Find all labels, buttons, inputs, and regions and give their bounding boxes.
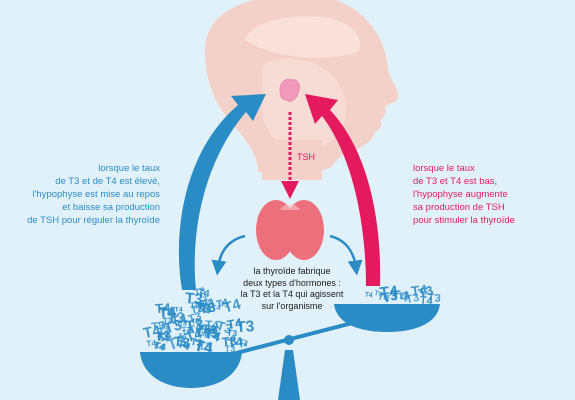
low-level-explanation: lorsque le taux de T3 et T4 est bas, l'h… xyxy=(413,163,515,226)
hormone-word: T4 xyxy=(397,290,411,303)
head-silhouette xyxy=(205,0,399,180)
hormone-word: T4 xyxy=(199,293,207,300)
feedback-arrow-blue xyxy=(178,94,266,290)
hormone-word: T3 xyxy=(190,303,204,317)
hormone-word: T4 xyxy=(390,288,410,306)
hormone-word: T4 xyxy=(184,326,204,345)
hormone-word: T4 xyxy=(153,340,167,353)
hormone-word: T3 xyxy=(193,285,206,298)
hormone-word: T4 xyxy=(152,340,167,354)
hormone-word: T4 xyxy=(364,291,373,299)
hormone-word: T4 xyxy=(197,287,211,300)
hormone-word: T3 xyxy=(238,337,249,348)
hormone-word: T4 xyxy=(182,341,191,350)
hormone-word: T4 xyxy=(239,342,248,351)
hormone-word: T3 xyxy=(191,317,200,326)
hormone-word: T4 xyxy=(158,304,177,322)
hormone-word: T3 xyxy=(163,317,184,337)
hormone-word: T4 xyxy=(179,333,187,340)
hormone-word: T4 xyxy=(188,321,204,337)
hormone-word: T3 xyxy=(196,331,206,340)
hormone-word: T3 xyxy=(197,297,210,309)
hormone-word: T3 xyxy=(189,337,203,350)
hormone-word: T4 xyxy=(155,300,172,316)
hormone-word: T3 xyxy=(201,322,217,338)
tsh-label: TSH xyxy=(297,152,315,162)
hormone-word: T3 xyxy=(182,325,191,334)
hormone-word: T4 xyxy=(419,295,434,308)
thyroid-explanation: la thyroïde fabrique deux types d'hormon… xyxy=(240,266,344,311)
hormone-word: T4 xyxy=(194,301,203,309)
hormone-word: T3 xyxy=(204,326,220,342)
hormone-word: T3 xyxy=(417,283,435,301)
hormone-word: T4 xyxy=(209,321,221,333)
hormone-word: T4 xyxy=(194,322,212,340)
hormone-word: T3 xyxy=(155,329,170,343)
hormone-word: T4 xyxy=(142,323,163,342)
hormone-word: T3 xyxy=(198,298,217,316)
hormone-word: T4 xyxy=(146,338,157,349)
hormone-word: T3 xyxy=(195,300,212,316)
hormone-word: T4 xyxy=(227,334,245,351)
hormone-word: T4 xyxy=(175,307,183,314)
hormone-word: T3 xyxy=(185,317,205,336)
hormone-word: T4 xyxy=(176,339,191,353)
hormone-word: T4 xyxy=(373,288,384,299)
hormone-word: T4 xyxy=(376,290,391,305)
hormone-word: T3 xyxy=(226,328,237,339)
hormone-word: T3 xyxy=(167,309,186,327)
hormone-word: T3 xyxy=(380,287,399,305)
hormone-word: T3 xyxy=(200,303,213,316)
hormone-word: T4 xyxy=(160,304,175,318)
hormone-word: T4 xyxy=(197,301,211,314)
hormone-word: T3 xyxy=(157,323,170,336)
hormone-word: T3 xyxy=(156,336,164,343)
feedback-arrow-pink xyxy=(305,94,381,286)
hormone-word: T3 xyxy=(187,310,203,326)
hormone-word: T3 xyxy=(151,320,166,334)
hormone-word: T3 xyxy=(225,344,236,354)
hormone-word: T3 xyxy=(190,301,200,311)
hormone-word: T4 xyxy=(193,338,214,358)
hormone-word: T3 xyxy=(201,325,218,341)
hormone-word: T3 xyxy=(163,316,173,326)
hormone-word: T4 xyxy=(410,281,428,299)
hormone-word: T3 xyxy=(157,320,166,329)
hormone-word: T4 xyxy=(182,329,191,337)
hormone-word: T3 xyxy=(165,332,188,354)
hormone-word: T3 xyxy=(215,318,235,337)
thyroid-left-arrow xyxy=(211,234,246,276)
hormone-word: T3 xyxy=(204,297,213,306)
pituitary-gland xyxy=(279,79,300,102)
hormone-word: T4 xyxy=(222,296,244,317)
hormone-word: T3 xyxy=(220,299,230,309)
hormone-word: T4 xyxy=(157,329,173,345)
hormone-word: T4 xyxy=(205,318,220,332)
hormone-word: T4 xyxy=(216,297,230,310)
hormone-word: T3 xyxy=(184,290,204,309)
hormone-word: T4 xyxy=(170,311,189,329)
hormone-word: T3 xyxy=(173,334,191,351)
hormone-word: T3 xyxy=(157,332,168,342)
thyroid-right-arrow xyxy=(329,234,363,276)
hormone-word: T3 xyxy=(405,292,421,307)
hormone-word: T3 xyxy=(427,292,441,305)
hormone-word: T4 xyxy=(379,283,399,302)
thyroid-gland xyxy=(256,200,324,260)
hormone-word: T3 xyxy=(221,334,237,350)
hormone-word: T4 xyxy=(212,303,221,312)
hormone-word: T3 xyxy=(197,339,213,354)
hormone-word: T4 xyxy=(226,316,243,333)
hormone-word: T4 xyxy=(203,325,223,345)
high-level-explanation: lorsque le taux de T3 et de T4 est élevé… xyxy=(27,163,160,226)
hormone-word: T4 xyxy=(179,321,188,329)
hormone-word: T3 xyxy=(199,297,214,311)
balance-scale xyxy=(140,304,440,400)
hormone-word: T3 xyxy=(236,318,256,336)
